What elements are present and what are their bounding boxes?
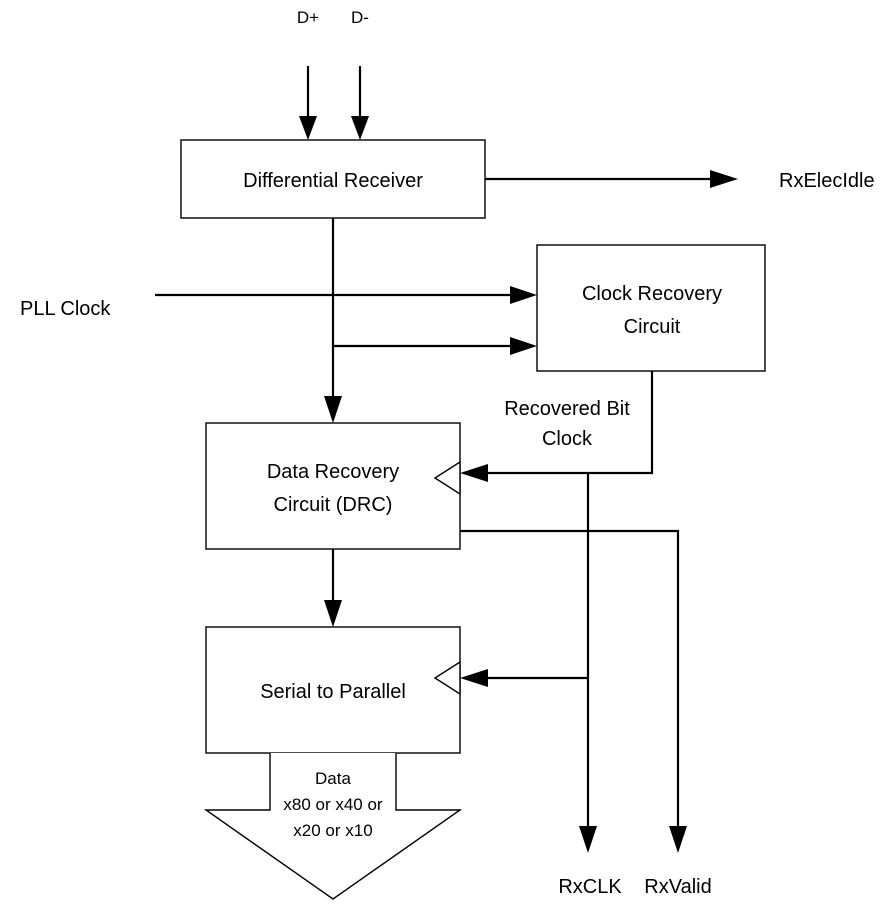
data-output-bus-arrow [203, 753, 463, 900]
clock-recovery-block [536, 244, 766, 372]
rx-valid-wire [460, 529, 680, 828]
recovered-clock-wire [485, 371, 654, 475]
recovered-bit-clock-label-line2: Clock [542, 428, 593, 450]
clock-recovery-label-line2: Circuit [624, 316, 681, 338]
rx-clk-arrowhead [579, 826, 597, 853]
rx-valid-arrowhead [669, 826, 687, 853]
data-output-label-line2: x80 or x40 or [283, 795, 383, 814]
rx-clk-label: RxCLK [558, 876, 622, 898]
differential-receiver-label: Differential Receiver [243, 170, 423, 192]
recovered-bit-clock-label-line1: Recovered Bit [504, 398, 630, 420]
differential-receiver-block [180, 139, 486, 219]
recovered-clock-drc-arrowhead [460, 464, 488, 482]
drc-to-s2p-arrowhead [324, 600, 342, 627]
data-recovery-label-line1: Data Recovery [267, 461, 399, 483]
d-plus-arrowhead [299, 116, 317, 140]
receiver-to-clock-recovery-arrowhead [510, 337, 537, 355]
rx-elec-idle-label: RxElecIdle [779, 170, 875, 192]
clock-recovery-label-line1: Clock Recovery [582, 283, 722, 305]
serial-to-parallel-label: Serial to Parallel [260, 681, 406, 703]
data-recovery-block [205, 422, 461, 550]
receiver-to-drc-arrowhead [324, 396, 342, 423]
data-output-label-line3: x20 or x10 [293, 821, 372, 840]
drc-clock-input-marker [433, 460, 461, 496]
rx-elec-idle-arrowhead [710, 170, 738, 188]
data-output-label-line1: Data [315, 769, 351, 788]
pll-clock-label: PLL Clock [20, 298, 111, 320]
pll-clock-arrowhead [510, 286, 537, 304]
d-plus-label: D+ [297, 8, 319, 27]
rx-valid-label: RxValid [644, 876, 711, 898]
d-minus-arrowhead [351, 116, 369, 140]
data-recovery-label-line2: Circuit (DRC) [274, 494, 393, 516]
d-minus-label: D- [351, 8, 369, 27]
clock-to-s2p-arrowhead [460, 669, 488, 687]
